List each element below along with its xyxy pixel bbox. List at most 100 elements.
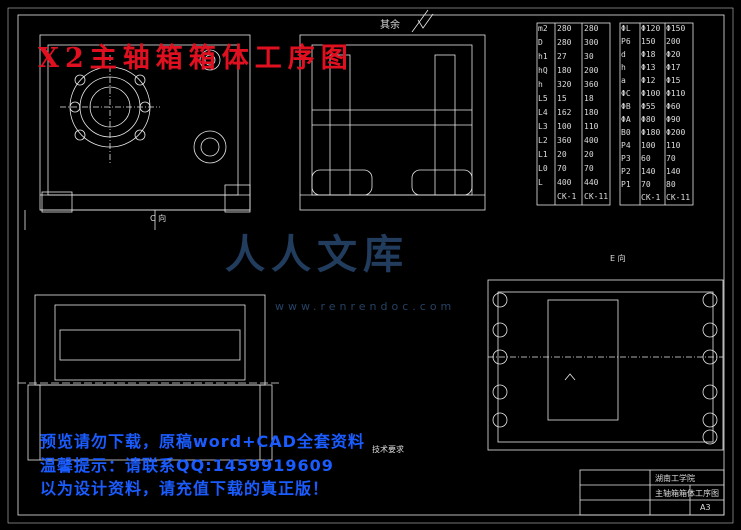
table-cell: Φ90 — [666, 115, 681, 124]
sheet-border — [7, 7, 734, 524]
part-name: 主轴箱箱体工序图 — [655, 489, 719, 498]
table-cell: 280 — [557, 24, 572, 33]
table-cell: 30 — [584, 52, 594, 61]
watermark-line-3: 以为设计资料，请充值下载的真正版！ — [40, 479, 330, 498]
table-cell: h — [621, 63, 626, 72]
table-cell: 140 — [641, 167, 656, 176]
table-cell: h1 — [538, 52, 548, 61]
table-cell: Φ150 — [666, 24, 686, 33]
param-tables — [536, 22, 694, 206]
table-cell: D — [538, 38, 543, 47]
table-cell: CK-11 — [666, 193, 691, 202]
table-cell: CK-1 — [641, 193, 661, 202]
table-cell: Φ200 — [666, 128, 686, 137]
small-bore — [193, 130, 227, 164]
table-cell: d — [621, 50, 626, 59]
watermark-line-2: 温馨提示：请联系QQ:1459919609 — [40, 456, 334, 475]
table-cell: 200 — [666, 37, 681, 46]
table-cell: P2 — [621, 167, 631, 176]
table-cell: L — [538, 178, 543, 187]
table-cell: 280 — [584, 24, 599, 33]
table-cell: L3 — [538, 122, 548, 131]
table-cell: Φ180 — [641, 128, 661, 137]
table-cell: P3 — [621, 154, 631, 163]
table-cell: P6 — [621, 37, 631, 46]
watermark-url: www.renrendoc.com — [275, 300, 456, 313]
table-cell: Φ17 — [666, 63, 681, 72]
table-cell: 70 — [666, 154, 676, 163]
table-cell: CK-1 — [557, 192, 577, 201]
table-cell: 200 — [584, 66, 599, 75]
table-cell: 440 — [584, 178, 599, 187]
table-cell: ΦA — [621, 115, 631, 124]
table-cell: Φ12 — [641, 76, 656, 85]
table-cell: 100 — [641, 141, 656, 150]
front-view — [24, 34, 251, 230]
table-cell: Φ100 — [641, 89, 661, 98]
table-cell: ΦB — [621, 102, 631, 111]
table-cell: 70 — [641, 180, 651, 189]
sheet-scale: A3 — [700, 503, 711, 512]
table-cell: 400 — [584, 136, 599, 145]
table-cell: 320 — [557, 80, 572, 89]
table-cell: m2 — [538, 24, 548, 33]
table-cell: 280 — [557, 38, 572, 47]
table-cell: h — [538, 80, 543, 89]
end-view — [487, 279, 724, 451]
title-block — [579, 469, 725, 516]
table-cell: 162 — [557, 108, 572, 117]
table-cell: Φ13 — [641, 63, 656, 72]
table-cell: Φ60 — [666, 102, 681, 111]
table-cell: 180 — [557, 66, 572, 75]
table-cell: CK-11 — [584, 192, 609, 201]
table-cell: 70 — [557, 164, 567, 173]
side-view — [299, 9, 486, 211]
table-cell: Φ55 — [641, 102, 656, 111]
table-cell: hQ — [538, 66, 548, 75]
table-cell: 70 — [584, 164, 594, 173]
table-cell: 20 — [584, 150, 594, 159]
table-cell: 110 — [584, 122, 599, 131]
view-label-c: C 向 — [150, 214, 167, 223]
table-cell: 15 — [557, 94, 567, 103]
table-cell: B0 — [621, 128, 631, 137]
table-cell: Φ80 — [641, 115, 656, 124]
section-view — [18, 294, 280, 461]
table-cell: L2 — [538, 136, 548, 145]
roughness-note: 其余 — [380, 20, 400, 31]
table-cell: Φ18 — [641, 50, 656, 59]
view-label-e: E 向 — [610, 254, 626, 263]
table-cell: 110 — [666, 141, 681, 150]
table-cell: 140 — [666, 167, 681, 176]
table-cell: L4 — [538, 108, 548, 117]
drawing-frame — [17, 14, 725, 516]
table-cell: P1 — [621, 180, 631, 189]
table-cell: 18 — [584, 94, 594, 103]
table-cell: L5 — [538, 94, 548, 103]
table-cell: 60 — [641, 154, 651, 163]
drawing-title: X2主轴箱箱体工序图 — [38, 43, 354, 74]
table-cell: Φ20 — [666, 50, 681, 59]
table-cell: L1 — [538, 150, 548, 159]
table-cell: 20 — [557, 150, 567, 159]
table-cell: a — [621, 76, 626, 85]
table-cell: 80 — [666, 180, 676, 189]
table-cell: 360 — [584, 80, 599, 89]
watermark-line-1: 预览请勿下载，原稿word+CAD全套资料 — [40, 432, 365, 451]
table-cell: 180 — [584, 108, 599, 117]
table-cell: 360 — [557, 136, 572, 145]
table-cell: L0 — [538, 164, 548, 173]
table-cell: 150 — [641, 37, 656, 46]
table-cell: 27 — [557, 52, 567, 61]
table-cell: 400 — [557, 178, 572, 187]
table-cell: Φ120 — [641, 24, 661, 33]
table-cell: Φ110 — [666, 89, 686, 98]
table-cell: ΦC — [621, 89, 631, 98]
table-cell: Φ15 — [666, 76, 681, 85]
table-cell: P4 — [621, 141, 631, 150]
school-name: 湖南工学院 — [655, 474, 695, 483]
watermark-brand: 人人文库 — [225, 232, 409, 278]
table-cell: ΦL — [621, 24, 631, 33]
table-cell: 100 — [557, 122, 572, 131]
